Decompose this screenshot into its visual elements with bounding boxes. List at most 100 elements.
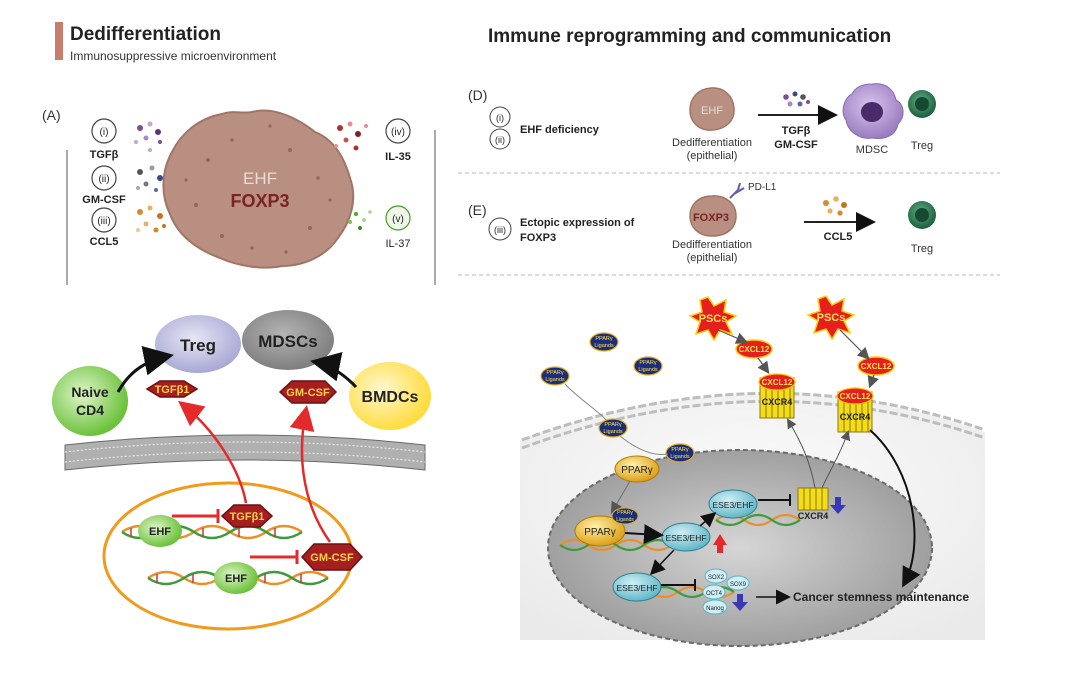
ectopic-label-2: FOXP3 [520,232,556,244]
membrane-outer [521,391,986,442]
svg-text:Treg: Treg [180,336,216,355]
factor-il35: (iv) IL-35 [385,118,411,163]
ehf-protein-lower: EHF [214,562,258,594]
ligand-path-2 [619,435,669,455]
cxcr4-expression-arrow-2 [821,430,851,489]
panel-d-caption-1: Dedifferentiation [672,137,752,149]
panel-e-numeral: (iii) [488,217,512,241]
svg-text:(iv): (iv) [391,127,405,138]
factor-ccl5: (iii) CCL5 [90,207,119,248]
svg-text:Ligands: Ligands [616,517,634,523]
cxcr4-receptor-1: CXCL12 CXCR4 [758,373,796,419]
svg-text:EHF: EHF [225,573,247,585]
cell-foxp3-text: FOXP3 [230,191,289,211]
svg-text:TGFβ1: TGFβ1 [230,511,265,523]
ehf-inhibits-tgfb1 [172,509,220,523]
cxcr4-gene: CXCR4 [797,487,829,521]
svg-text:GM-CSF: GM-CSF [286,387,330,399]
ehf-inhibits-gmcsf [250,550,299,564]
cell-ehf-text: EHF [243,169,277,188]
panel-d-arrow-label-2: GM-CSF [774,139,818,151]
svg-text:IL-37: IL-37 [385,238,410,250]
ese3-inhibits-cxcr4 [758,494,791,506]
nanog-gene: Nanog [702,599,728,615]
sox9-gene: SOX9 [726,575,750,591]
svg-text:CXCR4: CXCR4 [798,511,829,521]
ppar-gamma-nuclear: PPARγ [574,515,626,547]
ppar-ligand-nuclear: PPARγ Ligands [611,507,639,525]
svg-text:SOX9: SOX9 [730,582,747,588]
svg-text:EHF: EHF [149,526,171,538]
dedifferentiated-cell [162,109,355,269]
gmcsf-molecules [136,165,163,192]
ese3-upregulation-arrow [713,534,727,553]
svg-text:(iii): (iii) [97,216,110,227]
svg-text:Ligands: Ligands [594,343,614,349]
treg-label-d: Treg [911,140,933,152]
gmcsf-hexagon-nuclear: GM-CSF [300,543,364,571]
svg-text:CXCL12: CXCL12 [762,378,793,387]
svg-text:ESE3/EHF: ESE3/EHF [712,500,753,510]
svg-text:ESE3/EHF: ESE3/EHF [616,583,657,593]
title-accent-bar [55,22,63,60]
panel-d-source-cell: EHF [689,87,735,131]
factor-gmcsf: (ii) GM-CSF [82,165,126,206]
panel-e-ccl5-dots [823,196,847,216]
factor-il37: (v) IL-37 [385,205,411,250]
panel-e-label: (E) [468,202,487,218]
svg-text:TGFβ: TGFβ [90,149,119,161]
cell-membrane [64,434,426,471]
panel-d-secreted-dots [783,91,810,107]
panel-d-label: (D) [468,87,487,103]
stemness-downregulation-arrow [732,594,748,611]
svg-text:EHF: EHF [701,105,723,117]
svg-text:(iii): (iii) [494,225,506,235]
svg-text:Ligands: Ligands [545,377,565,383]
cancer-stemness-label: Cancer stemness maintenance [793,590,969,604]
naive-to-treg-arrow [116,346,174,393]
bmdcs-cell: BMDCs [349,362,431,430]
mdsc-cell-icon [842,83,904,139]
ligand-path-1 [564,383,607,421]
svg-text:(ii): (ii) [98,174,109,185]
panel-e-caption-1: Dedifferentiation [672,239,752,251]
svg-text:PPARγ: PPARγ [671,447,689,453]
svg-text:PPARγ: PPARγ [639,360,657,366]
svg-text:Ligands: Ligands [638,367,658,373]
psc2-arrow [839,329,870,360]
svg-text:Ligands: Ligands [603,429,623,435]
ectopic-label-1: Ectopic expression of [520,217,635,229]
gmcsf-secretion-arrow [289,405,332,543]
svg-text:PPARγ: PPARγ [604,422,622,428]
tgfb-molecules [134,121,162,152]
panel-d-numerals: (i) (ii) [489,106,511,150]
panel-e-arrow-label: CCL5 [824,231,853,243]
mdsc-label: MDSC [856,144,888,156]
psc-star-2: PSCs [806,295,856,341]
ppar-translocation-arrow [610,480,631,515]
svg-text:PPARγ: PPARγ [621,465,653,476]
ese3-ehf-upper: ESE3/EHF [708,489,758,519]
cxcr4-downregulation-arrow [830,497,846,514]
panel-e-source-cell: FOXP3 [689,195,737,237]
svg-text:GM-CSF: GM-CSF [310,552,354,564]
svg-text:CXCL12: CXCL12 [861,362,892,371]
cxcr4-expression-arrow-1 [786,418,816,489]
ppar-to-ese3-arrow [624,524,664,545]
cell-granules [184,124,332,254]
ccl5-molecules [136,205,166,233]
svg-text:TGFβ1: TGFβ1 [155,384,190,396]
svg-text:SOX2: SOX2 [708,575,725,581]
ese3-inhibits-stemness [661,579,696,591]
svg-text:CXCL12: CXCL12 [840,392,871,401]
ppar-ligand-3: PPARγ Ligands [540,366,570,386]
svg-text:Nanog: Nanog [706,606,724,612]
factor-tgfb: (i) TGFβ [90,118,119,161]
cxcl12-binding-arrow-2 [867,374,879,389]
ppar-ligand-2: PPARγ Ligands [633,356,663,376]
cxcl12-ligand-2: CXCL12 [857,356,895,376]
svg-text:CCL5: CCL5 [90,236,119,248]
svg-text:PPARγ: PPARγ [617,510,633,516]
ese3-up-arrow [699,512,717,528]
ehf-deficiency-label: EHF deficiency [520,124,600,136]
